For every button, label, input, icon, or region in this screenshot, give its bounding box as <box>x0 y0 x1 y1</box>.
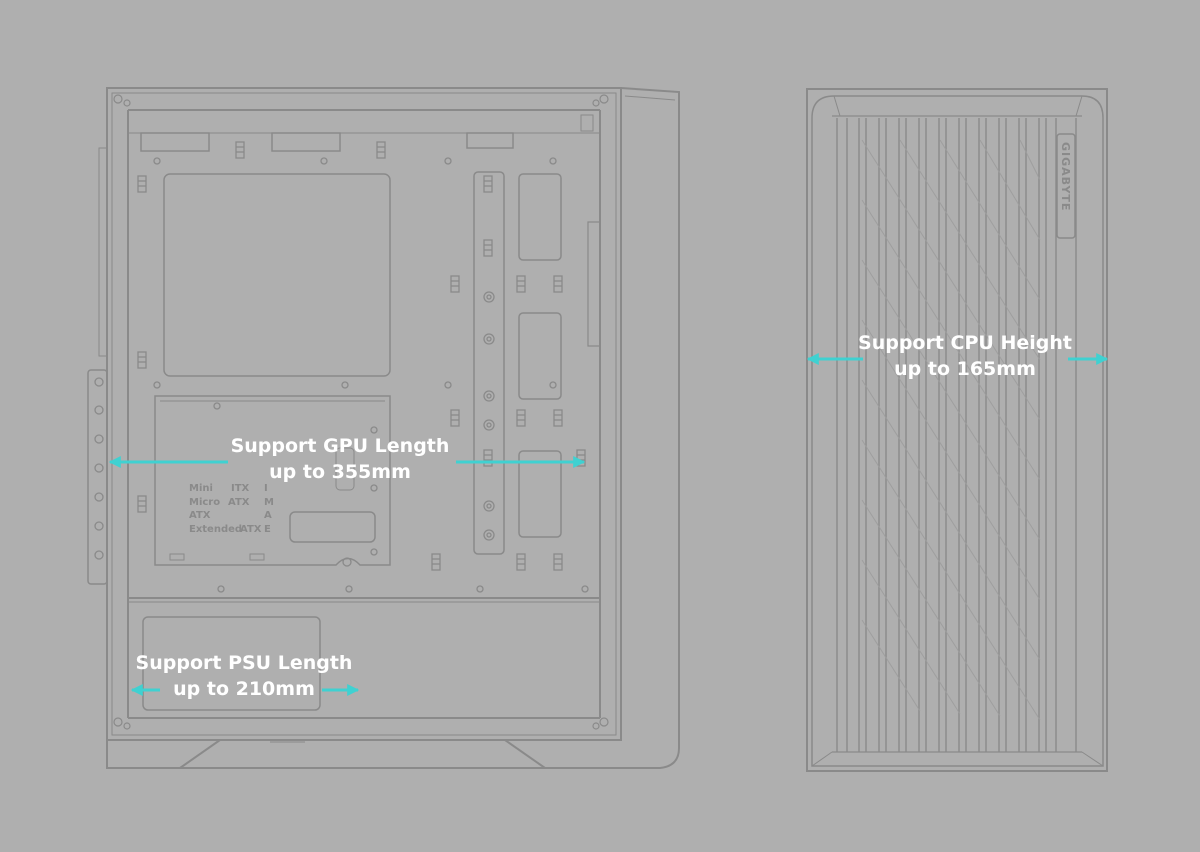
cpu-height-callout: Support CPU Height up to 165mm <box>852 330 1078 382</box>
mb-label-col3-a: A <box>264 510 272 521</box>
front-mesh-slats <box>836 118 1077 752</box>
mb-label-col3-m: M <box>264 497 274 508</box>
mb-label-extended: Extended <box>189 524 242 535</box>
mb-label-atx-3: ATX <box>240 524 262 535</box>
brand-logo-text: GIGABYTE <box>1059 142 1072 211</box>
mb-label-col3-e: E <box>264 524 271 535</box>
gpu-length-title: Support GPU Length <box>230 435 450 457</box>
mb-label-itx: ITX <box>231 483 250 494</box>
front-mesh-pattern <box>861 139 1041 721</box>
brand-plate: GIGABYTE <box>1056 133 1076 239</box>
case-front-view <box>806 88 1108 772</box>
motherboard-size-labels: Mini Micro ATX Extended ITX ATX ATX I M … <box>189 483 274 535</box>
gpu-length-callout: Support GPU Length up to 355mm <box>225 433 455 485</box>
cpu-height-value: up to 165mm <box>894 358 1036 380</box>
mb-label-atx: ATX <box>189 510 211 521</box>
psu-length-value: up to 210mm <box>173 678 315 700</box>
dimension-arrows <box>108 353 1109 696</box>
mb-label-micro: Micro <box>189 497 220 508</box>
mb-label-col3-i: I <box>264 483 268 494</box>
mb-label-mini: Mini <box>189 483 213 494</box>
cpu-height-title: Support CPU Height <box>858 332 1072 354</box>
side-panel-details <box>94 141 589 593</box>
gpu-length-value: up to 355mm <box>269 461 411 483</box>
psu-length-callout: Support PSU Length up to 210mm <box>129 650 359 702</box>
psu-length-title: Support PSU Length <box>135 652 353 674</box>
mb-label-atx-2: ATX <box>228 497 250 508</box>
